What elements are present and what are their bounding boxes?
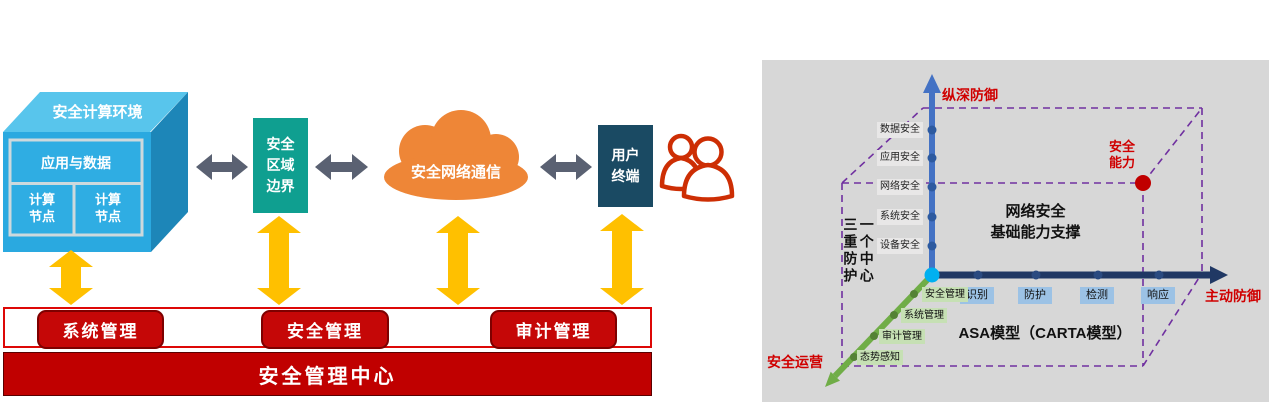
x-tick-detect: 检测 bbox=[1080, 287, 1114, 304]
model-axes-shapes bbox=[825, 74, 1228, 387]
capability-point-label: 安全 能力 bbox=[1098, 139, 1146, 172]
cube-side-face bbox=[151, 92, 188, 252]
y-tick-network-security: 网络安全 bbox=[877, 179, 923, 195]
arrow-boundary-cloud bbox=[315, 154, 368, 180]
compute-node-2-line2: 节点 bbox=[94, 209, 121, 224]
capability-line1: 安全 bbox=[1108, 139, 1135, 154]
cloud-label: 安全网络通信 bbox=[410, 163, 501, 181]
boundary-line2: 区域 bbox=[266, 157, 295, 173]
y-tick-device-security: 设备安全 bbox=[877, 238, 923, 254]
z-axis-dots bbox=[850, 290, 918, 361]
user-terminal-box: 用户 终端 bbox=[598, 125, 653, 207]
arrow-cube-boundary bbox=[196, 154, 248, 180]
boundary-line3: 边界 bbox=[266, 178, 295, 194]
system-management-button: 系统管理 bbox=[37, 310, 164, 349]
z-tick-security-mgmt: 安全管理 bbox=[922, 287, 968, 302]
x-axis-label: 主动防御 bbox=[1205, 288, 1261, 304]
x-axis-dots bbox=[973, 270, 1164, 280]
arrow-terminal-management bbox=[600, 214, 644, 305]
compute-node-1-line1: 计算 bbox=[28, 192, 55, 208]
security-management-center-bar: 安全管理中心 bbox=[3, 352, 652, 396]
asa-model-caption: ASA模型（CARTA模型） bbox=[958, 325, 1132, 342]
x-tick-identify: 识别 bbox=[960, 287, 994, 304]
cloud-shape bbox=[384, 110, 528, 200]
capability-dot bbox=[1135, 175, 1151, 191]
arrow-boundary-management bbox=[257, 216, 301, 305]
y-axis-arrowhead bbox=[923, 74, 941, 93]
audit-management-button: 审计管理 bbox=[490, 310, 617, 349]
compute-node-1: 计算 节点 bbox=[12, 187, 72, 231]
arrow-cloud-management bbox=[436, 216, 480, 305]
arrow-cloud-terminal bbox=[540, 154, 592, 180]
left-diagram-shapes bbox=[3, 92, 735, 305]
x-tick-protect: 防护 bbox=[1018, 287, 1052, 304]
compute-node-2-line1: 计算 bbox=[94, 192, 121, 208]
arrow-cube-management bbox=[49, 250, 93, 305]
z-tick-audit-mgmt: 审计管理 bbox=[879, 329, 925, 344]
y-axis-label: 纵深防御 bbox=[942, 87, 998, 103]
y-tick-data-security: 数据安全 bbox=[877, 122, 923, 138]
z-axis-label: 安全运营 bbox=[767, 354, 823, 370]
compute-node-1-line2: 节点 bbox=[28, 209, 55, 224]
cube-inner-box bbox=[8, 138, 144, 237]
terminal-line2: 终端 bbox=[611, 168, 640, 184]
cube-app-data-label: 应用与数据 bbox=[41, 155, 111, 171]
y-axis-dots bbox=[927, 125, 937, 251]
support-line2: 基础能力支撑 bbox=[990, 224, 1081, 241]
support-line1: 网络安全 bbox=[1005, 203, 1066, 220]
security-management-button: 安全管理 bbox=[261, 310, 389, 349]
one-center-column: 一个中心 bbox=[858, 217, 875, 285]
z-tick-situation-awareness: 态势感知 bbox=[857, 350, 903, 365]
terminal-line1: 用户 bbox=[611, 147, 640, 163]
origin-dot bbox=[924, 267, 940, 283]
compute-node-2: 计算 节点 bbox=[77, 187, 139, 231]
security-boundary-box: 安全 区域 边界 bbox=[253, 118, 308, 213]
network-security-support-text: 网络安全 基础能力支撑 bbox=[948, 201, 1123, 243]
z-axis-arrowhead bbox=[825, 371, 840, 387]
boundary-line1: 安全 bbox=[266, 136, 295, 152]
y-tick-app-security: 应用安全 bbox=[877, 150, 923, 166]
y-tick-system-security: 系统安全 bbox=[877, 209, 923, 225]
z-tick-system-mgmt: 系统管理 bbox=[901, 308, 947, 323]
users-icon bbox=[659, 133, 735, 202]
capability-line2: 能力 bbox=[1108, 155, 1135, 171]
cube-title: 安全计算环境 bbox=[52, 103, 143, 121]
one-center-triple-protection-text: 一个中心 三重防护 bbox=[841, 217, 875, 285]
model-chart-panel: 纵深防御 主动防御 安全运营 数据安全 应用安全 网络安全 系统安全 设备安全 … bbox=[762, 60, 1269, 402]
x-tick-respond: 响应 bbox=[1141, 287, 1175, 304]
cube-top-face bbox=[3, 92, 188, 132]
triple-protection-column: 三重防护 bbox=[842, 217, 859, 285]
security-management-center-label: 安全管理中心 bbox=[258, 365, 397, 388]
x-axis-arrowhead bbox=[1210, 266, 1228, 284]
